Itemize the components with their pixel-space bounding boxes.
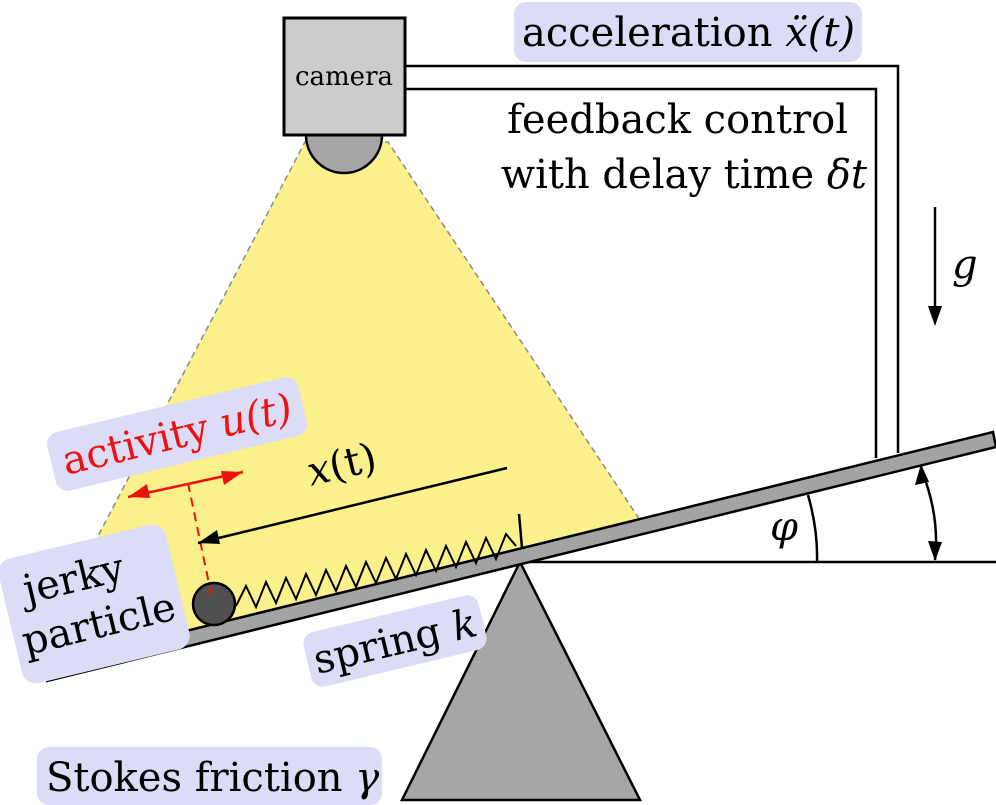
- camera-body: [282, 16, 407, 137]
- position-label: x(t): [302, 435, 381, 496]
- position-arrow: [197, 466, 508, 545]
- acceleration-label-box: [514, 2, 862, 62]
- tilt-arrowhead-bottom: [928, 541, 942, 561]
- spring-anchor: [517, 513, 524, 549]
- spring: [235, 532, 517, 610]
- friction-label-box: [37, 747, 382, 805]
- feedback-label-line2: with delay time δt: [501, 152, 868, 198]
- friction-label: Stokes friction γ: [46, 755, 379, 801]
- tilt-arrowhead-top: [915, 464, 929, 485]
- pivot-triangle: [399, 559, 643, 802]
- angle-label: φ: [770, 504, 798, 550]
- feedback-cable-outer: [405, 64, 900, 453]
- activity-label-box: [47, 377, 307, 491]
- feedback-cable-inner: [405, 87, 878, 458]
- feedback-label-line1: feedback control: [507, 97, 848, 143]
- spring-label-box: [303, 595, 487, 687]
- camera-label: camera: [295, 62, 393, 92]
- gravity-label: g: [952, 242, 978, 288]
- activity-arrowhead-left: [128, 484, 150, 498]
- gravity-arrowhead: [928, 306, 942, 326]
- position-arrowhead: [198, 530, 220, 544]
- activity-dashed-line: [187, 482, 213, 599]
- particle-label-box: [0, 524, 190, 684]
- angle-arc: [806, 494, 819, 563]
- acceleration-label: acceleration ẍ(t): [522, 10, 855, 56]
- camera-lens: [304, 133, 384, 175]
- jerky-particle: [191, 581, 237, 627]
- activity-arrowhead-right: [221, 471, 243, 485]
